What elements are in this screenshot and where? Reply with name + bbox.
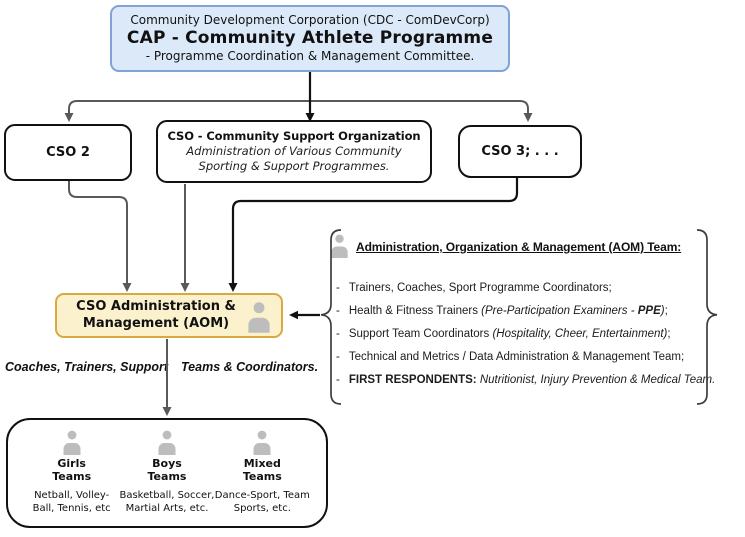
- team-desc-line1: Netball, Volley-: [34, 490, 110, 502]
- team-col-girls: Girls Teams Netball, Volley- Ball, Tenni…: [24, 429, 119, 515]
- aom-team-list: -Trainers, Coaches, Sport Programme Coor…: [326, 282, 718, 386]
- person-icon: [244, 300, 274, 333]
- aom-team-item: -FIRST RESPONDENTS: Nutritionist, Injury…: [336, 374, 716, 386]
- node-cdc-committee: Community Development Corporation (CDC -…: [110, 5, 510, 72]
- aom-team-item: -Trainers, Coaches, Sport Programme Coor…: [336, 282, 612, 294]
- team-title-line1: Mixed: [243, 457, 281, 470]
- aom-team-header: Administration, Organization & Managemen…: [326, 226, 718, 268]
- team-title: Girls Teams: [52, 457, 91, 483]
- team-desc-line2: Sports, etc.: [233, 503, 291, 515]
- aom-box-line1: CSO Administration &: [76, 299, 236, 315]
- team-col-mixed: Mixed Teams Dance-Sport, Team Sports, et…: [215, 429, 310, 515]
- team-desc-line2: Martial Arts, etc.: [125, 503, 209, 515]
- aom-team-item: -Health & Fitness Trainers (Pre-Particip…: [336, 305, 668, 317]
- person-icon: [60, 429, 84, 455]
- team-desc-line1: Dance-Sport, Team: [214, 490, 310, 502]
- aom-box-label: CSO Administration & Management (AOM): [76, 299, 236, 332]
- cso-main-subtitle-1: Administration of Various Community: [186, 144, 402, 159]
- person-icon: [328, 232, 351, 259]
- node-cso-main: CSO - Community Support Organization Adm…: [156, 120, 432, 183]
- caption-part2: Teams & Coordinators.: [181, 360, 319, 374]
- person-icon: [250, 429, 274, 455]
- team-desc-line2: Ball, Tennis, etc: [32, 503, 111, 515]
- team-title-line1: Boys: [152, 457, 182, 470]
- node-cso2: CSO 2: [4, 124, 132, 181]
- aom-team-panel: Administration, Organization & Managemen…: [326, 226, 718, 412]
- cdc-name: Community Development Corporation (CDC -…: [130, 12, 490, 27]
- team-title: Boys Teams: [148, 457, 187, 483]
- node-aom-management: CSO Administration & Management (AOM): [55, 293, 283, 338]
- team-desc: Basketball, Soccer, Martial Arts, etc.: [119, 489, 214, 515]
- team-title-line1: Girls: [57, 457, 86, 470]
- cso-main-subtitle-2: Sporting & Support Programmes.: [198, 158, 390, 173]
- committee-subtitle: - Programme Coordination & Management Co…: [145, 49, 475, 64]
- person-icon: [155, 429, 179, 455]
- node-cso3: CSO 3; . . .: [458, 125, 582, 178]
- aom-team-heading: Administration, Organization & Managemen…: [356, 240, 682, 254]
- cso-main-title: CSO - Community Support Organization: [167, 129, 421, 144]
- team-desc: Netball, Volley- Ball, Tennis, etc: [33, 489, 111, 515]
- team-desc-line1: Basketball, Soccer,: [119, 490, 215, 502]
- caption-part1: Coaches, Trainers, Support: [5, 360, 169, 374]
- team-desc: Dance-Sport, Team Sports, etc.: [215, 489, 310, 515]
- team-title-line2: Teams: [52, 470, 92, 484]
- aom-box-line2: Management (AOM): [82, 315, 230, 331]
- cso3-label: CSO 3; . . .: [481, 144, 559, 159]
- node-teams: Girls Teams Netball, Volley- Ball, Tenni…: [6, 418, 328, 528]
- caption-coaches-trainers: Coaches, Trainers, Support Teams & Coord…: [5, 360, 318, 374]
- team-title: Mixed Teams: [243, 457, 282, 483]
- team-title-line2: Teams: [147, 470, 187, 484]
- aom-team-item: -Support Team Coordinators (Hospitality,…: [336, 328, 671, 340]
- team-title-line2: Teams: [242, 470, 282, 484]
- cso2-label: CSO 2: [46, 145, 90, 160]
- team-col-boys: Boys Teams Basketball, Soccer, Martial A…: [119, 429, 214, 515]
- aom-team-item: -Technical and Metrics / Data Administra…: [336, 351, 685, 363]
- cap-programme-title: CAP - Community Athlete Programme: [126, 27, 494, 48]
